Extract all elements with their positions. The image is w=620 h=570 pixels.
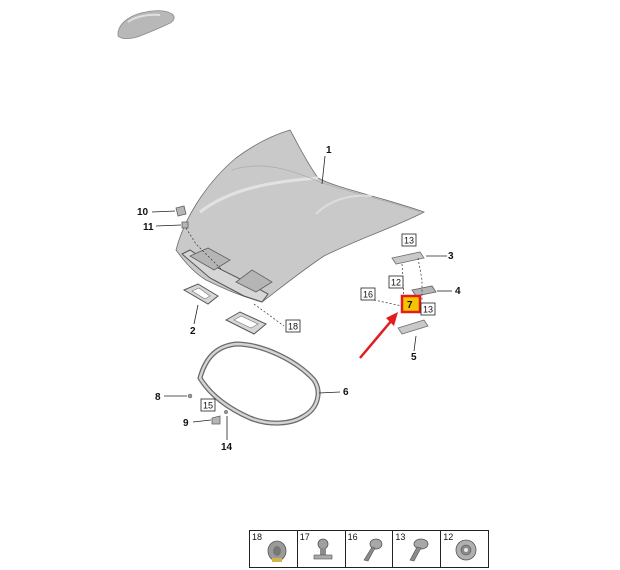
boxed-ref-13-top: 13 (401, 233, 417, 247)
callout-8: 8 (155, 392, 161, 403)
callout-11: 11 (143, 222, 154, 233)
svg-text:18: 18 (288, 322, 298, 332)
boxed-ref-16: 16 (360, 287, 376, 301)
car-silhouette-icon (117, 10, 175, 40)
hood-panel (175, 129, 425, 303)
ball-stud-icon (313, 538, 333, 560)
highlighted-part-7[interactable]: 7 (400, 294, 422, 314)
legend-cell-17[interactable]: 17 (298, 531, 346, 567)
legend-cell-18[interactable]: 18 (250, 531, 298, 567)
legend-number: 16 (347, 532, 358, 542)
flange-nut-icon (455, 539, 477, 561)
red-pointer-arrow-icon (359, 312, 398, 359)
hood-seal-part (197, 341, 321, 426)
callout-14: 14 (221, 442, 233, 453)
callout-2: 2 (190, 326, 196, 337)
fastener-legend: 18 17 16 13 12 (249, 530, 489, 568)
callout-10: 10 (137, 207, 149, 218)
callout-9: 9 (183, 418, 189, 429)
bracket-part-4 (411, 285, 437, 297)
boxed-ref-18: 18 (285, 319, 301, 333)
pin-part-14 (223, 409, 229, 415)
callout-3: 3 (448, 251, 454, 262)
svg-text:12: 12 (391, 278, 401, 288)
callout-6: 6 (343, 387, 349, 398)
boxed-ref-15: 15 (200, 398, 216, 412)
callout-5: 5 (411, 352, 417, 363)
hinge-cover-part-3 (391, 251, 425, 265)
screw-icon (363, 538, 382, 562)
callout-4: 4 (455, 286, 461, 297)
vent-grille-part (182, 283, 267, 335)
callout-1: 1 (326, 145, 332, 156)
legend-cell-16[interactable]: 16 (346, 531, 394, 567)
legend-number: 18 (252, 532, 263, 542)
nut-icon (267, 540, 287, 562)
boxed-ref-12: 12 (388, 275, 404, 289)
buffer-part-9 (211, 415, 221, 425)
strip-part-5 (397, 319, 429, 335)
boxed-ref-13-side: 13 (420, 302, 436, 316)
legend-number: 13 (395, 532, 406, 542)
bolt-icon (409, 538, 429, 562)
fastener-part-8 (187, 393, 193, 399)
legend-cell-13[interactable]: 13 (393, 531, 442, 567)
svg-text:13: 13 (404, 236, 414, 246)
svg-text:16: 16 (363, 290, 373, 300)
svg-text:15: 15 (203, 401, 213, 411)
svg-text:13: 13 (423, 305, 433, 315)
legend-number: 12 (443, 532, 454, 542)
legend-number: 17 (299, 532, 310, 542)
clip-part-10 (175, 205, 187, 217)
legend-cell-12[interactable]: 12 (441, 531, 488, 567)
clip-part-11 (181, 221, 189, 229)
callout-7: 7 (407, 300, 413, 311)
